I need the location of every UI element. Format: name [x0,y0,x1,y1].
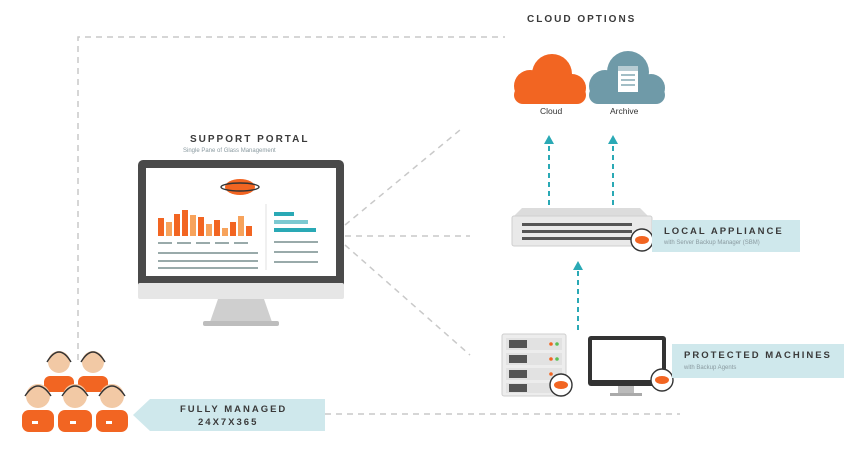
support-portal-title: SUPPORT PORTAL [190,134,310,145]
local-appliance-subtitle: with Server Backup Manager (SBM) [664,240,760,246]
managed-banner [133,399,325,431]
cloud-label: Cloud [540,106,563,116]
arrowhead-cloud [544,135,554,144]
top-border-line [77,36,505,360]
local-appliance-title: LOCAL APPLIANCE [664,226,784,237]
support-team-icon [22,351,128,432]
local-appliance-device [511,208,653,247]
portal-to-machines-line [344,244,471,356]
arrows [548,142,614,330]
fully-managed-label: FULLY MANAGED [180,404,288,415]
appliance-badge-icon [630,228,654,252]
connector-lines [77,36,680,415]
support-portal-subtitle: Single Pane of Glass Management [183,148,276,154]
server-rack [501,333,567,397]
availability-label: 24X7X365 [198,417,259,428]
arrowhead-appliance [573,261,583,270]
archive-cloud-icon [589,51,665,104]
machines-banner [672,344,844,378]
portal-bar-chart [158,210,252,236]
portal-logo-icon [220,179,260,195]
protected-machines-title: PROTECTED MACHINES [684,350,832,361]
protected-machines-subtitle: with Backup Agents [684,365,737,371]
archive-label: Archive [610,106,639,116]
desktop-badge-icon [650,368,674,392]
appliance-banner [652,220,800,252]
cloud-icon [514,54,586,104]
portal-to-cloud-line [344,129,461,226]
arrowhead-archive [608,135,618,144]
support-portal-monitor [138,160,344,326]
server-badge-icon [549,373,573,397]
desktop-monitor [588,336,666,396]
cloud-options-title: CLOUD OPTIONS [527,14,637,25]
